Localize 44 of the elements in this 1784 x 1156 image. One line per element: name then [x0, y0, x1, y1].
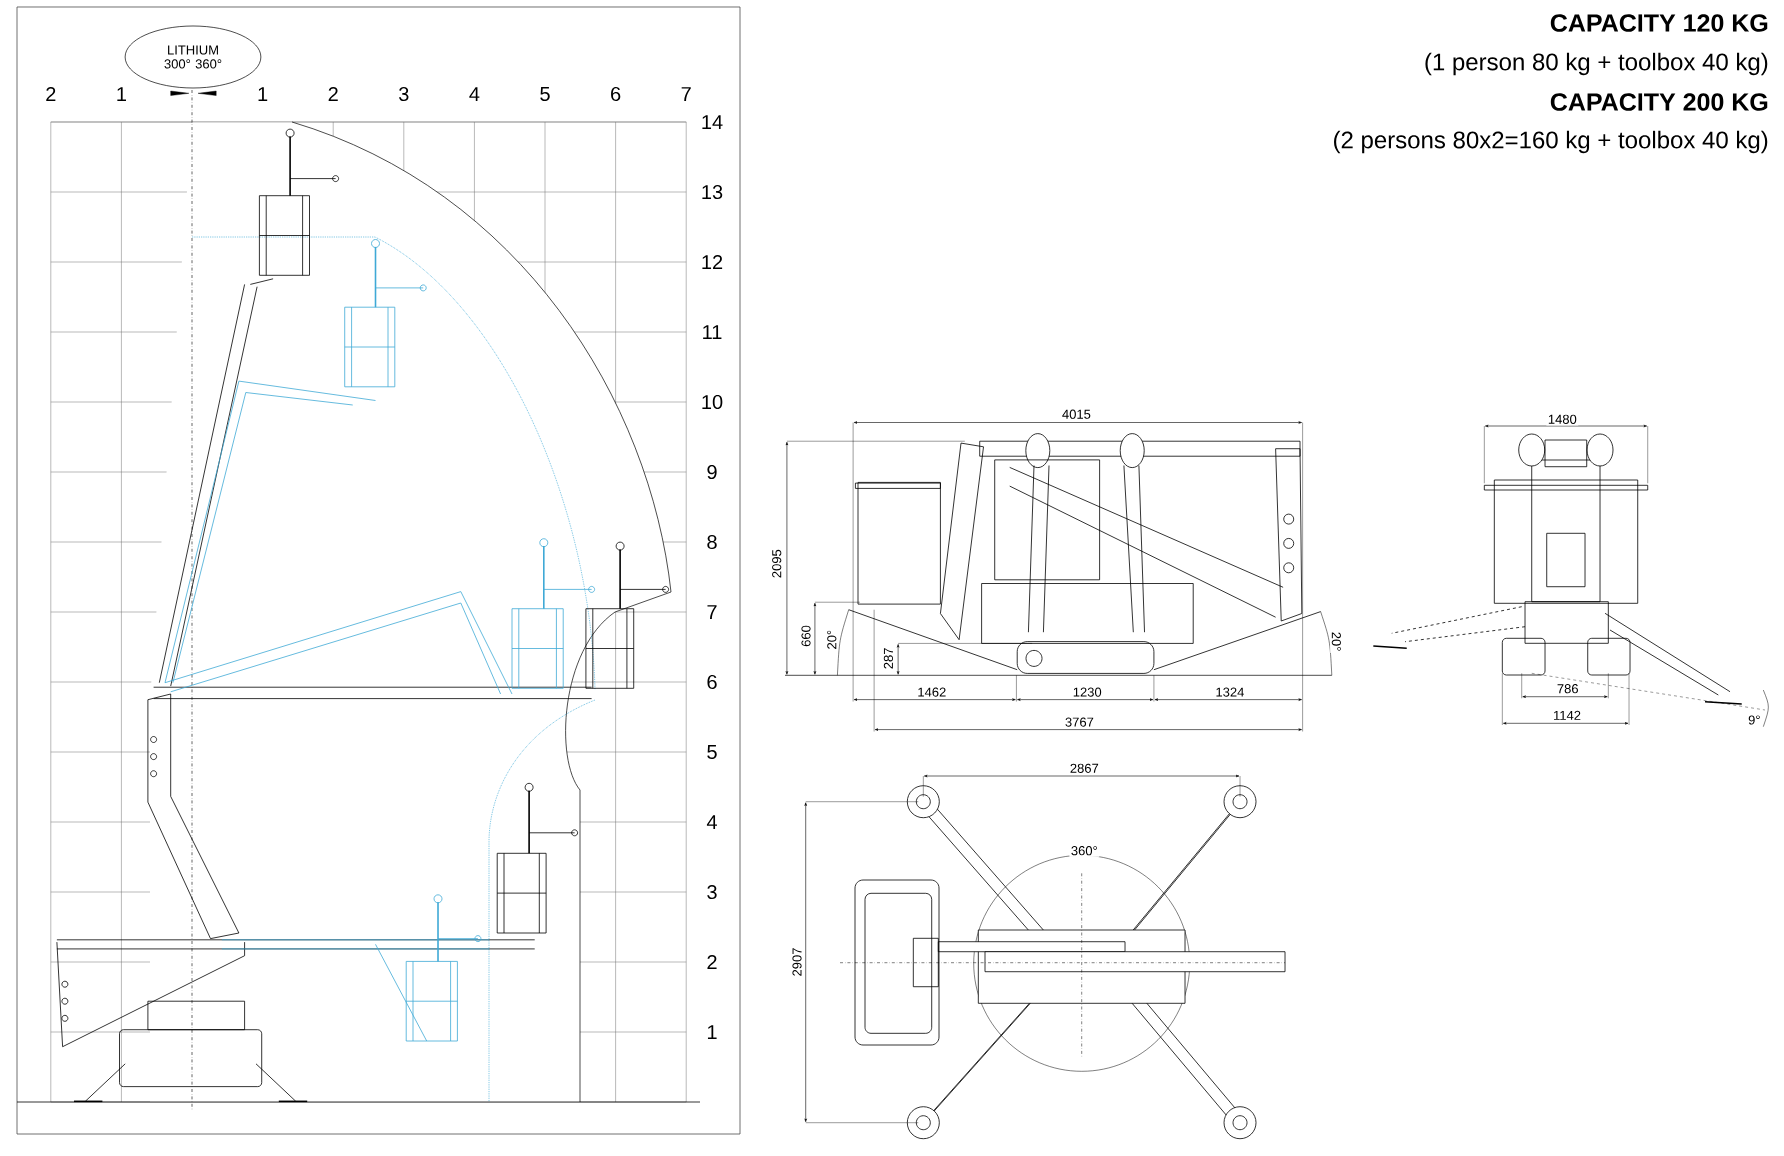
dimension-label: 2095 — [770, 547, 783, 580]
dimension-label: 660 — [799, 623, 813, 649]
dimension-label: 786 — [1555, 682, 1581, 695]
axis-number: 7 — [681, 87, 691, 101]
capacity-heading: CAPACITY 200 KG — [1550, 93, 1768, 111]
dimension-label: 287 — [882, 646, 895, 671]
axis-number: 2 — [46, 87, 56, 101]
axis-number: 13 — [702, 184, 723, 200]
axis-number: 4 — [706, 815, 717, 829]
axis-number: 1 — [258, 87, 268, 101]
axis-number: 11 — [703, 325, 722, 339]
axis-number: 2 — [707, 955, 717, 969]
axis-number: 10 — [702, 394, 723, 410]
angle-label: 360° — [1069, 844, 1100, 857]
dimension-label: 1324 — [1213, 686, 1246, 699]
axis-number: 3 — [707, 884, 717, 900]
axis-number: 5 — [540, 87, 550, 101]
angle-label: 9° — [1746, 713, 1763, 727]
axis-number: 5 — [707, 745, 717, 759]
dimension-label: 1462 — [915, 686, 948, 699]
axis-number: 12 — [702, 255, 723, 269]
dimension-label: 3767 — [1063, 716, 1096, 729]
axis-number: 6 — [707, 674, 717, 690]
dimension-label: 1142 — [1551, 709, 1583, 722]
axis-number: 6 — [611, 86, 621, 102]
dimension-label: 1230 — [1071, 686, 1104, 699]
axis-number: 2 — [328, 87, 338, 101]
axis-number: 1 — [117, 87, 126, 101]
axis-number: 8 — [707, 534, 717, 550]
dimension-label: 2907 — [790, 946, 804, 978]
capacity-note: (2 persons 80x2=160 kg + toolbox 40 kg) — [1334, 130, 1768, 154]
dimension-label: 1480 — [1546, 413, 1579, 426]
dimension-label: 4015 — [1060, 408, 1093, 421]
axis-number: 7 — [707, 605, 717, 619]
dimension-label: 2867 — [1068, 762, 1101, 775]
axis-number: 1 — [707, 1025, 717, 1039]
capacity-note: (1 person 80 kg + toolbox 40 kg) — [1425, 52, 1768, 76]
capacity-heading: CAPACITY 120 KG — [1550, 14, 1768, 32]
axis-number: 4 — [469, 87, 480, 101]
angle-label: 20° — [1330, 630, 1343, 653]
axis-number: 3 — [399, 86, 409, 102]
angle-label: 20° — [825, 628, 838, 652]
axis-number: 9 — [707, 464, 717, 480]
axis-number: 14 — [702, 115, 723, 129]
